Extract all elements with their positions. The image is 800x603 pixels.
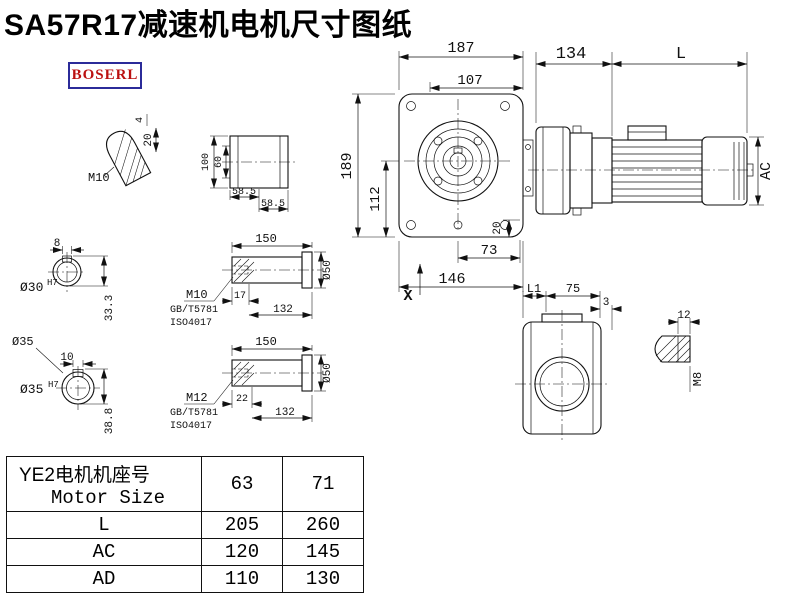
dim-150-shaft2: 150	[255, 335, 277, 349]
dim-L: L	[676, 45, 686, 64]
dim-3: 3	[603, 297, 610, 309]
value-AD-63: 110	[201, 565, 283, 593]
thread-m12-label: M12	[186, 391, 208, 405]
motor-size-header-cell: YE2电机机座号 Motor Size	[6, 456, 202, 512]
table-row: AD 110 130	[6, 565, 364, 593]
thread-m8-label: M8	[691, 372, 705, 386]
bore-35-label: Ø35	[20, 382, 43, 397]
frame-size-63: 63	[201, 456, 283, 512]
shaft-m12-view: 150 22 132 Ø50 M12 GB/T5781 ISO4017	[170, 335, 334, 432]
value-AC-63: 120	[201, 538, 283, 566]
value-L-63: 205	[201, 511, 283, 539]
bore-30-view: 8 Ø30 H7 33.3	[20, 238, 116, 321]
dim-150-shaft1: 150	[255, 232, 277, 246]
dim-38-8: 38.8	[104, 408, 116, 434]
thread-m10-label: M10	[186, 288, 208, 302]
table-header-row: YE2电机机座号 Motor Size 63 71	[6, 456, 364, 512]
dim-22: 22	[236, 394, 248, 405]
dim-107: 107	[457, 73, 482, 89]
bore-30-tol: H7	[47, 278, 58, 288]
value-L-71: 260	[282, 511, 364, 539]
plug-detail-view: 12 M8	[654, 310, 705, 392]
table-row: AC 120 145	[6, 538, 364, 566]
std-gb-shaft2: GB/T5781	[170, 407, 218, 419]
motor-body	[611, 139, 703, 203]
dim-132-shaft2: 132	[275, 407, 295, 419]
page-title: SA57R17减速机电机尺寸图纸	[4, 9, 413, 42]
dia-50-shaft1: Ø50	[322, 260, 334, 280]
hub-detail-view: 100 60 58.5 58.5	[201, 135, 296, 212]
bore-35-tol: H7	[48, 380, 59, 390]
dim-8: 8	[54, 238, 61, 250]
output-bottom-view: L1 75 3	[515, 282, 622, 442]
shaft-end-detail-view: 4 20 M10	[88, 114, 159, 187]
dim-33-3: 33.3	[104, 295, 116, 321]
gearbox-front-view: 187 107 189 112 20 73 146 X	[339, 40, 534, 305]
header-title-cn: YE2电机机座号	[19, 465, 150, 486]
dim-L1: L1	[527, 282, 541, 296]
row-label-L: L	[6, 511, 202, 539]
view-direction-marker: X	[403, 288, 412, 305]
dim-20-shaft-end: 20	[143, 133, 155, 146]
motor-size-table: YE2电机机座号 Motor Size 63 71 L 205 260 AC 1…	[6, 456, 364, 593]
std-iso-shaft2: ISO4017	[170, 421, 212, 432]
dia-35-leader-label: Ø35	[12, 335, 34, 349]
row-label-AC: AC	[6, 538, 202, 566]
dim-112: 112	[368, 186, 384, 211]
dim-10: 10	[60, 352, 73, 364]
dim-60: 60	[214, 156, 225, 168]
dim-20-foot: 20	[492, 221, 504, 234]
motor-side-view: 134 L AC	[528, 45, 775, 216]
housing-outline	[398, 93, 524, 238]
dim-146: 146	[438, 271, 465, 288]
dim-189: 189	[339, 152, 356, 179]
dim-100: 100	[201, 153, 212, 171]
dim-4: 4	[135, 117, 146, 123]
dim-12: 12	[677, 310, 690, 322]
bore-35-view: 10 Ø35 Ø35 H7 38.8	[12, 335, 116, 434]
thread-label-m10: M10	[88, 171, 110, 185]
value-AD-71: 130	[282, 565, 364, 593]
brand-logo: BOSERL	[68, 62, 142, 89]
row-label-AD: AD	[6, 565, 202, 593]
dim-187: 187	[447, 40, 474, 57]
std-iso-shaft1: ISO4017	[170, 318, 212, 329]
dim-75: 75	[566, 282, 580, 296]
dim-58-5-b: 58.5	[261, 199, 285, 210]
dia-50-shaft2: Ø50	[322, 363, 334, 383]
bore-30-label: Ø30	[20, 280, 43, 295]
dim-73: 73	[481, 243, 498, 259]
value-AC-71: 145	[282, 538, 364, 566]
header-title-en: Motor Size	[51, 487, 166, 509]
gearbox-side-outline	[535, 126, 571, 215]
dim-AC: AC	[758, 162, 775, 180]
dim-58-5-a: 58.5	[232, 187, 256, 198]
fan-cover	[701, 136, 748, 206]
frame-size-71: 71	[282, 456, 364, 512]
std-gb-shaft1: GB/T5781	[170, 304, 218, 316]
dim-17: 17	[234, 291, 246, 302]
terminal-box	[627, 125, 667, 141]
shaft-m10-view: 150 17 132 Ø50 M10 GB/T5781 ISO4017	[170, 232, 334, 329]
dim-134: 134	[556, 45, 587, 64]
table-row: L 205 260	[6, 511, 364, 539]
dim-132-shaft1: 132	[273, 304, 293, 316]
